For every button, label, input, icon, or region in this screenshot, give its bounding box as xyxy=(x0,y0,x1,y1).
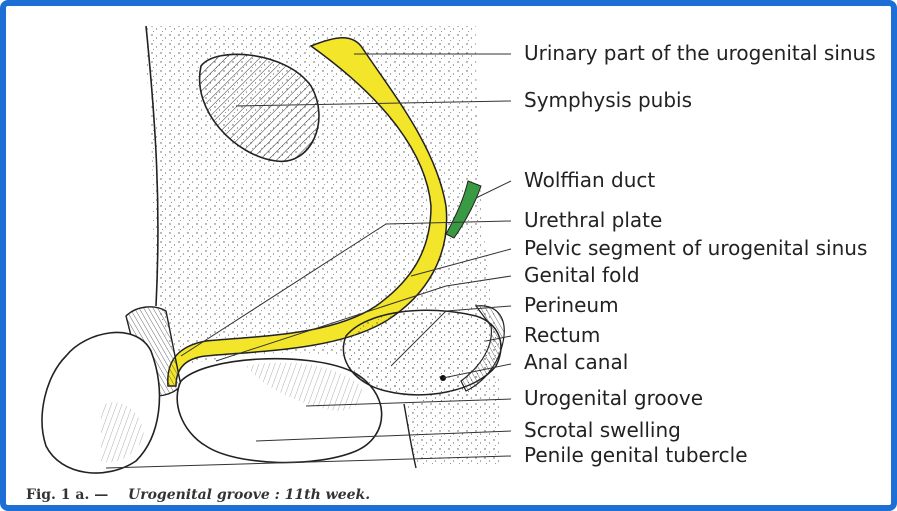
caption-title: Urogenital groove : 11th week. xyxy=(128,487,370,503)
urogenital-diagram: Urinary part of the urogenital sinus Sym… xyxy=(6,6,897,511)
caption-fig-number: Fig. 1 a. — xyxy=(26,487,108,503)
label-perineum: Perineum xyxy=(524,293,619,317)
label-rectum: Rectum xyxy=(524,323,600,347)
label-genital-fold: Genital fold xyxy=(524,263,640,287)
label-scrotal-swelling: Scrotal swelling xyxy=(524,418,681,442)
label-anal-canal: Anal canal xyxy=(524,350,628,374)
genital-tubercle-shape xyxy=(42,332,159,473)
label-symphysis-pubis: Symphysis pubis xyxy=(524,88,692,112)
label-wolffian-duct: Wolffian duct xyxy=(524,168,655,192)
label-penile-genital-tubercle: Penile genital tubercle xyxy=(524,443,748,467)
label-urinary-part: Urinary part of the urogenital sinus xyxy=(524,41,876,65)
label-urethral-plate: Urethral plate xyxy=(524,208,662,232)
label-pelvic-segment: Pelvic segment of urogenital sinus xyxy=(524,236,867,260)
label-urogenital-groove: Urogenital groove xyxy=(524,386,703,410)
